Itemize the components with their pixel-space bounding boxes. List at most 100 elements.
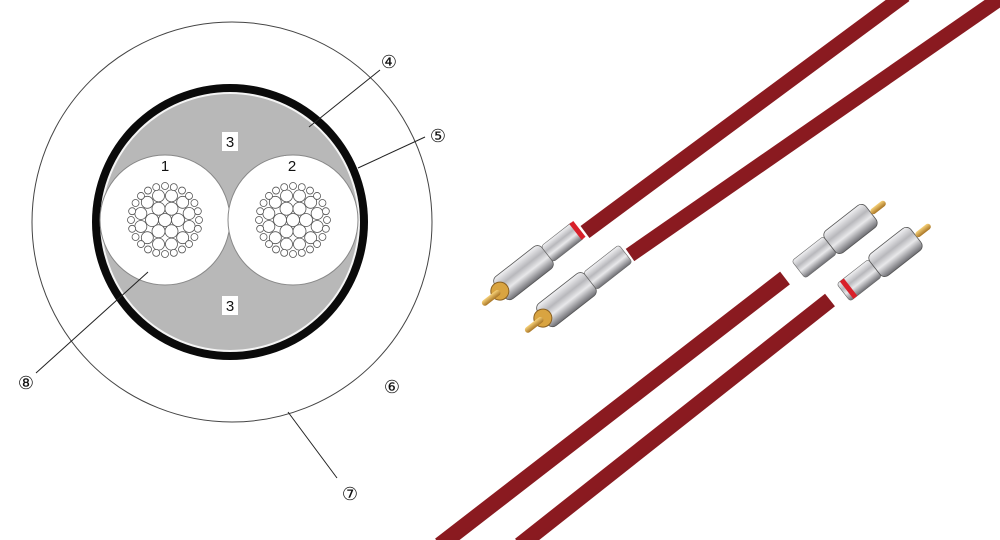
strand [131, 233, 140, 241]
strand [273, 213, 287, 227]
strand [272, 186, 280, 195]
leader-line-8 [35, 271, 149, 374]
cable-top-1 [580, 0, 910, 239]
strand [137, 192, 145, 200]
strand [259, 199, 268, 207]
leader-line-5 [357, 136, 426, 169]
strand [280, 189, 293, 203]
strand [176, 195, 190, 209]
strand [265, 240, 273, 248]
strand [165, 237, 178, 251]
strand [265, 192, 273, 200]
strand [262, 207, 276, 220]
strand [195, 216, 203, 224]
rca-plug-right-1 [792, 200, 886, 278]
strand [262, 220, 276, 233]
strand [306, 245, 314, 254]
strand [161, 250, 169, 258]
strand [280, 248, 289, 257]
strand [268, 195, 282, 209]
strand [293, 237, 306, 251]
strand [323, 216, 331, 224]
strand [151, 201, 166, 216]
conductor-2-strands [255, 182, 331, 258]
strand [321, 224, 330, 233]
strand [280, 183, 289, 192]
strand [151, 224, 166, 239]
strand [190, 199, 199, 207]
strand [171, 213, 185, 227]
strand [268, 231, 282, 245]
strand [280, 237, 293, 251]
strand [259, 233, 268, 241]
callout-6: ⑥ [384, 377, 400, 398]
strand [178, 186, 186, 195]
strand [164, 201, 179, 216]
strand [318, 233, 327, 241]
strand [145, 213, 159, 227]
cross-section: 1 2 3 3 ④ ⑤ ⑥ ⑦ ⑧ [18, 21, 446, 505]
strand [182, 207, 196, 220]
strand [190, 233, 199, 241]
strand [152, 248, 161, 257]
filler-label-top: 3 [226, 134, 234, 151]
strand [152, 183, 161, 192]
callout-7: ⑦ [342, 484, 358, 505]
strand [304, 195, 318, 209]
strand [134, 220, 148, 233]
strand [134, 207, 148, 220]
strand [144, 245, 152, 254]
strand [169, 248, 178, 257]
strand [176, 231, 190, 245]
strand [182, 220, 196, 233]
strand [193, 224, 202, 233]
callout-8: ⑧ [18, 373, 34, 394]
strand [306, 186, 314, 195]
conductor-1-strands [127, 182, 203, 258]
cable-top-2 [625, 0, 1000, 262]
strand [144, 186, 152, 195]
strand [289, 250, 297, 258]
strand [310, 207, 324, 220]
rca-cable-product [435, 0, 1000, 540]
filler-label-bottom: 3 [226, 298, 234, 315]
strand [140, 231, 154, 245]
conductor-label-1: 1 [161, 158, 169, 175]
strand [165, 189, 178, 203]
label-bg [284, 156, 300, 175]
strand [321, 207, 330, 216]
strand [313, 240, 321, 248]
strand [299, 213, 313, 227]
strand [310, 220, 324, 233]
strand [304, 231, 318, 245]
strand [297, 248, 306, 257]
strand [128, 207, 137, 216]
strand [297, 183, 306, 192]
strand [318, 199, 327, 207]
strand [137, 240, 145, 248]
strand [256, 207, 265, 216]
strand [164, 224, 179, 239]
strand [152, 189, 165, 203]
strand [256, 224, 265, 233]
leader-line-7 [287, 411, 338, 479]
strand [140, 195, 154, 209]
label-bg [222, 132, 238, 151]
label-bg [157, 156, 173, 175]
strand [255, 216, 263, 224]
strand [193, 207, 202, 216]
strand [158, 213, 172, 227]
leader-line-4 [308, 69, 381, 128]
strand [313, 192, 321, 200]
callout-5: ⑤ [430, 126, 446, 147]
strand [152, 237, 165, 251]
label-bg [222, 296, 238, 315]
cable-bottom-1 [435, 271, 790, 540]
strand [272, 245, 280, 254]
rca-plug-right-2 [837, 223, 931, 301]
strand [286, 213, 300, 227]
strand [292, 201, 307, 216]
strand [128, 224, 137, 233]
strand [185, 240, 193, 248]
